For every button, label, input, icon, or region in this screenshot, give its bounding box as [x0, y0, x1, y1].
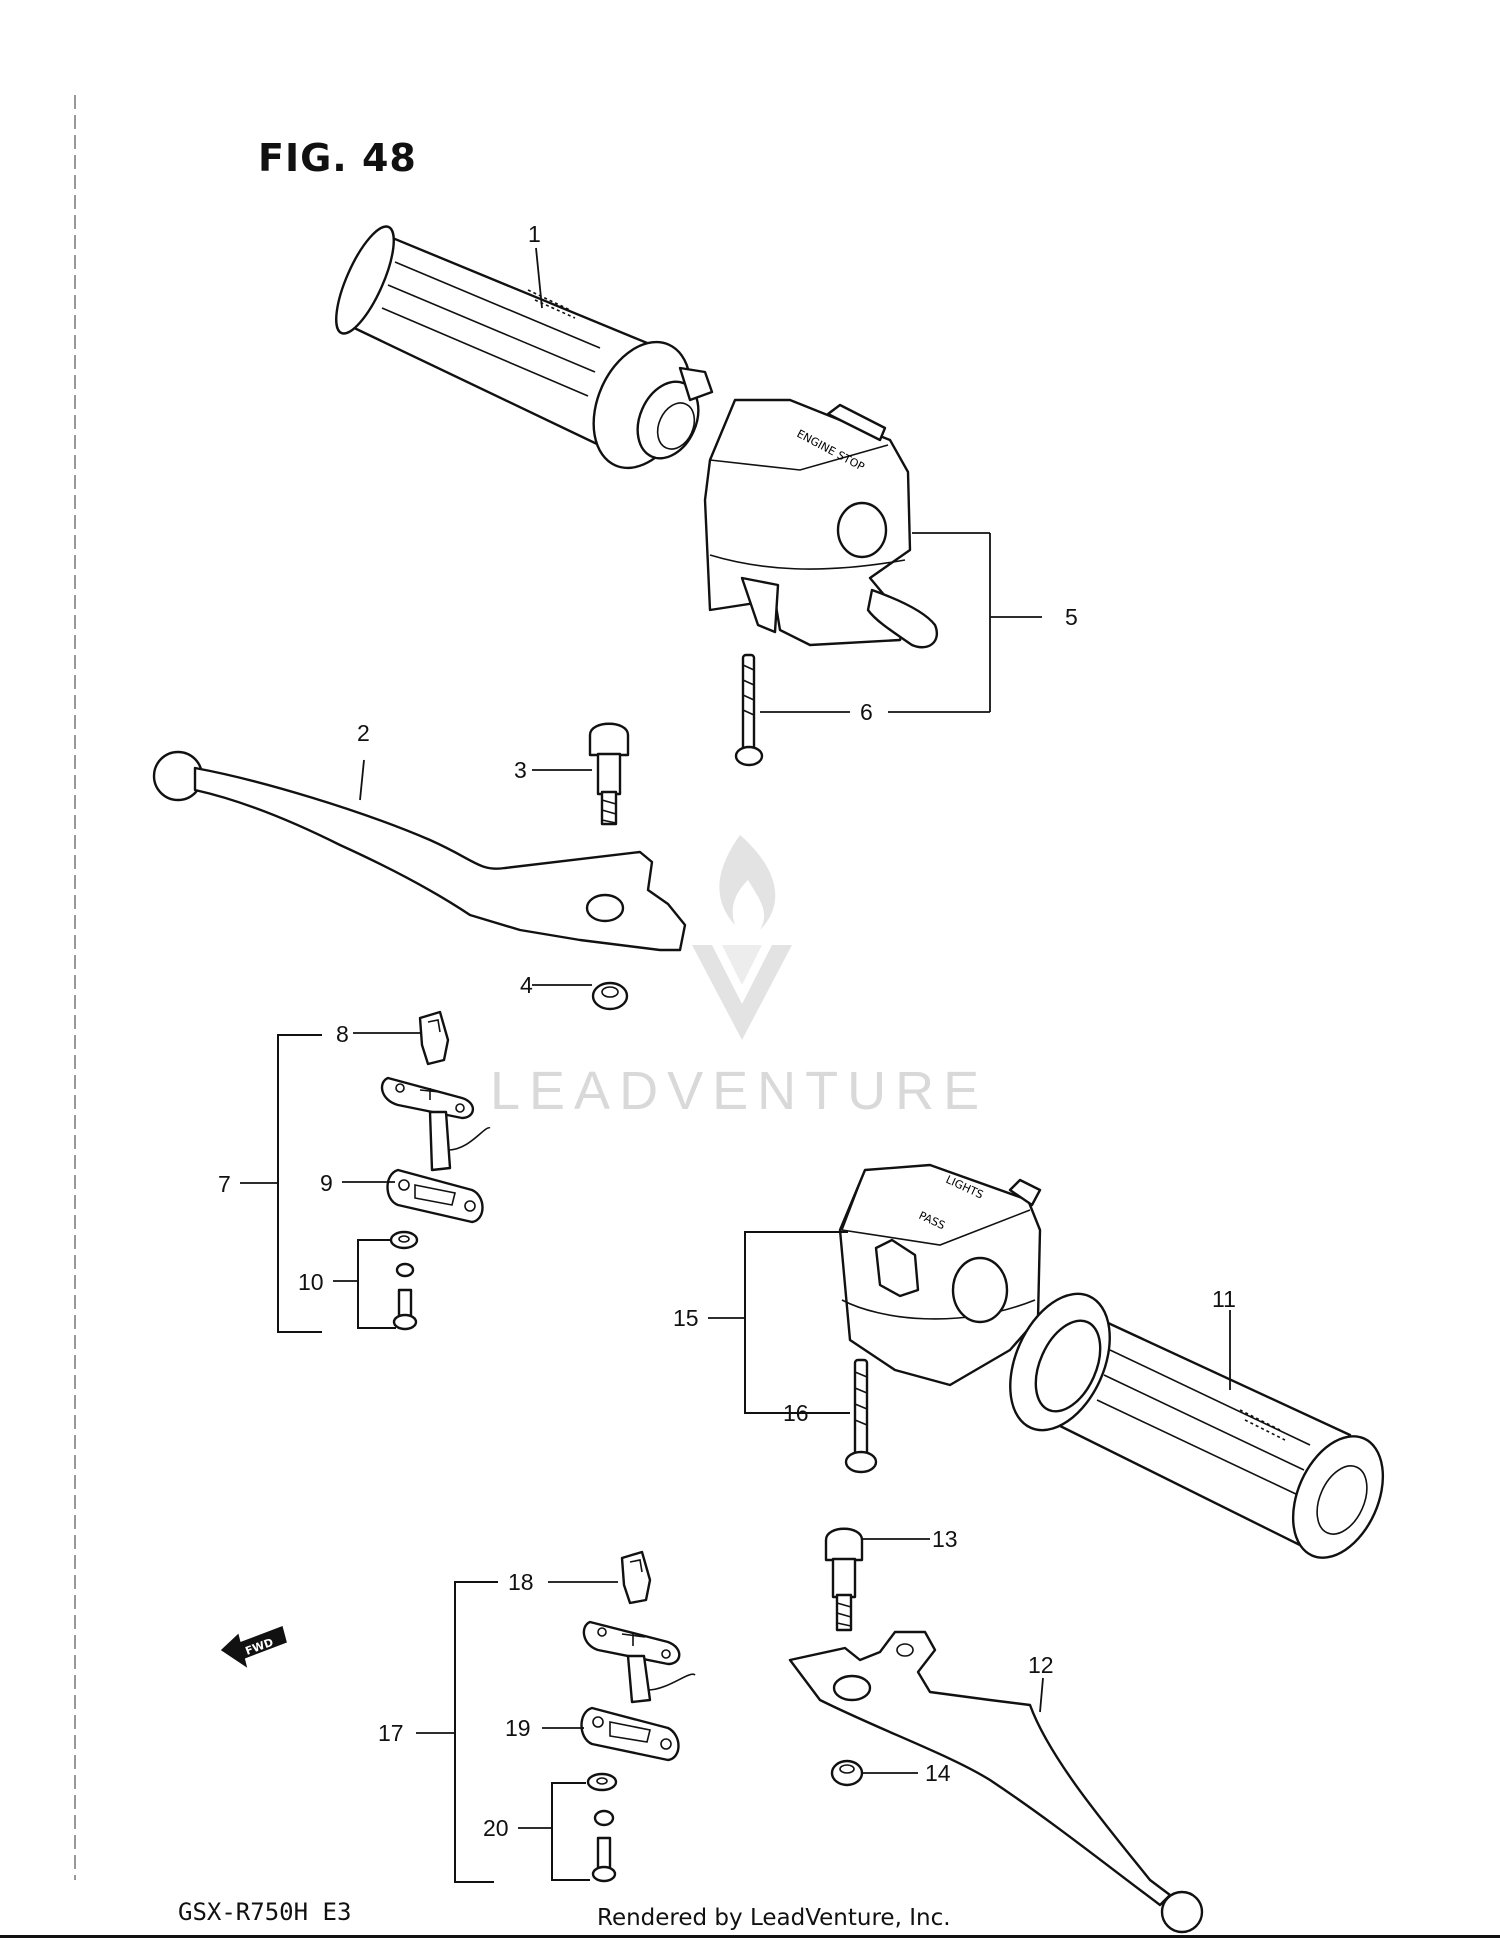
callout-1: 1 — [528, 221, 541, 247]
callout-8: 8 — [336, 1021, 349, 1047]
throttle-grip — [335, 225, 714, 470]
pivot-bolt-3 — [588, 722, 630, 826]
housing-screw-6 — [734, 653, 764, 767]
left-switch-housing: ENGINE STOP — [703, 398, 938, 649]
callout-14: 14 — [925, 1760, 951, 1786]
callout-6: 6 — [860, 699, 873, 725]
figure-title: FIG. 48 — [258, 136, 417, 180]
leader-lines — [240, 247, 1231, 1883]
callout-20: 20 — [483, 1815, 509, 1841]
callout-7: 7 — [218, 1171, 231, 1197]
callout-13: 13 — [932, 1526, 958, 1552]
brake-switch-body — [582, 1620, 696, 1704]
right-handlebar-grip — [1009, 1292, 1385, 1559]
part-callouts: 1 2 3 4 5 6 7 8 9 10 11 12 13 14 15 16 1… — [218, 221, 1236, 1841]
brake-switch-connector-18 — [620, 1550, 652, 1605]
callout-19: 19 — [505, 1715, 531, 1741]
watermark-logo — [692, 835, 792, 1040]
clutch-lever — [152, 750, 687, 952]
callout-15: 15 — [673, 1305, 699, 1331]
housing-screw-16 — [844, 1358, 878, 1474]
callout-3: 3 — [514, 757, 527, 783]
callout-9: 9 — [320, 1170, 333, 1196]
callout-17: 17 — [378, 1720, 404, 1746]
callout-4: 4 — [520, 972, 533, 998]
switch-screw-set-20 — [586, 1772, 618, 1883]
callout-18: 18 — [508, 1569, 534, 1595]
switch-screw-set-10 — [389, 1230, 419, 1331]
forward-direction-arrow: FWD — [220, 1626, 287, 1668]
render-credit: Rendered by LeadVenture, Inc. — [597, 1905, 951, 1931]
lever-nut-14 — [830, 1759, 864, 1787]
callout-5: 5 — [1065, 604, 1078, 630]
callout-12: 12 — [1028, 1652, 1054, 1678]
callout-16: 16 — [783, 1400, 809, 1426]
clutch-switch-body — [380, 1076, 491, 1172]
callout-2: 2 — [357, 720, 370, 746]
pivot-bolt-13 — [824, 1527, 864, 1632]
brake-lever — [788, 1630, 1204, 1934]
callout-11: 11 — [1212, 1286, 1236, 1312]
clutch-switch-connector-8 — [418, 1010, 450, 1066]
bottom-rule — [0, 1935, 1500, 1938]
clutch-switch-plate-9 — [386, 1168, 484, 1224]
lever-nut-4 — [591, 981, 629, 1011]
right-switch-housing: LIGHTS PASS — [838, 1163, 1042, 1387]
brake-switch-plate-19 — [580, 1706, 680, 1762]
watermark-text: LEADVENTURE — [490, 1061, 989, 1121]
model-code: GSX-R750H E3 — [178, 1898, 352, 1926]
callout-10: 10 — [298, 1269, 324, 1295]
